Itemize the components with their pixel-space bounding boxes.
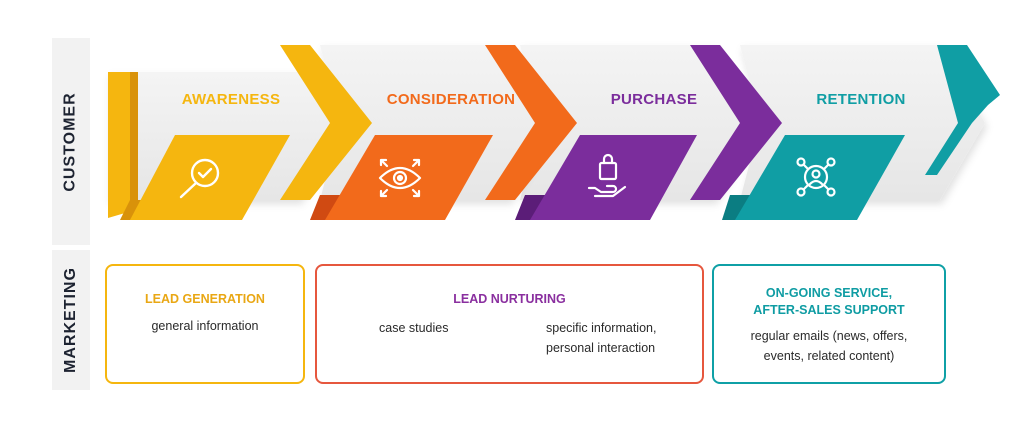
lead-generation-title: LEAD GENERATION: [145, 292, 265, 306]
service-title-line-2: AFTER-SALES SUPPORT: [753, 303, 905, 317]
service-title-line-1: ON-GOING SERVICE,: [765, 286, 893, 300]
stage-title-purchase: PURCHASE: [611, 91, 698, 108]
service-text-line-1: regular emails (news, offers,: [750, 329, 908, 343]
lead-generation-text: general information: [151, 319, 259, 333]
eye-focus-icon: [378, 158, 422, 198]
awareness-left-bar-shade: [130, 72, 138, 205]
customer-lane-label: CUSTOMER: [52, 38, 90, 245]
stage-title-retention: RETENTION: [816, 91, 905, 108]
stage-title-awareness: AWARENESS: [182, 91, 281, 108]
lead-nurturing-text-right-2: personal interaction: [546, 341, 656, 355]
retention-chevron-edge: [925, 45, 1000, 175]
service-text-line-2: events, related content): [763, 349, 895, 363]
retention-tile: [735, 135, 905, 220]
awareness-chevron-edge: [280, 45, 372, 200]
lead-generation-box: LEAD GENERATION general information: [105, 264, 305, 384]
after-sales-support-box: ON-GOING SERVICE, AFTER-SALES SUPPORT re…: [712, 264, 946, 384]
marketing-lane-label: MARKETING: [52, 250, 90, 390]
lead-nurturing-box: LEAD NURTURING case studies specific inf…: [315, 264, 704, 384]
customer-network-icon: [796, 157, 836, 197]
consideration-chevron-edge: [485, 45, 577, 200]
marketing-label-text: MARKETING: [62, 267, 80, 373]
customer-journey-arrows: AWARENESS CONSIDERATION PURCHASE RETENTI…: [108, 45, 1000, 220]
lead-nurturing-text-left: case studies: [379, 321, 449, 335]
stage-title-consideration: CONSIDERATION: [387, 91, 516, 108]
lead-nurturing-text-right-1: specific information,: [546, 321, 657, 335]
magnifier-check-icon: [179, 158, 220, 199]
awareness-left-bar: [108, 72, 135, 218]
lead-nurturing-title: LEAD NURTURING: [453, 292, 566, 306]
purchase-tile: [530, 135, 697, 220]
consideration-tile: [325, 135, 493, 220]
hand-shopping-bag-icon: [587, 153, 627, 198]
awareness-tile: [130, 135, 290, 220]
purchase-chevron-edge: [690, 45, 782, 200]
